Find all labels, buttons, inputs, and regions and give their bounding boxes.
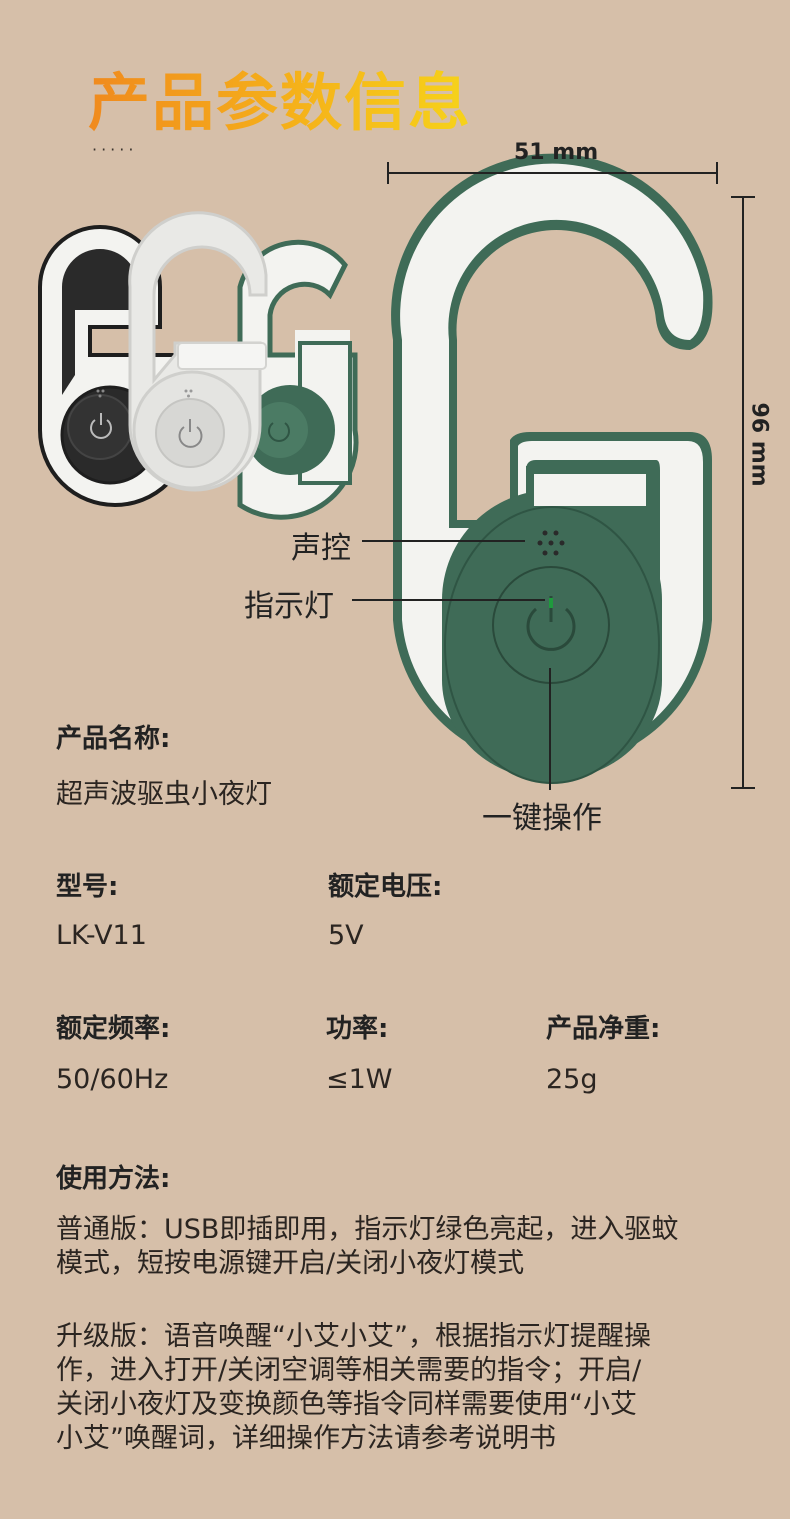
product-name-label: 产品名称: [56, 724, 171, 754]
usage-label: 使用方法: [56, 1164, 171, 1194]
product-diagram [352, 153, 755, 790]
upgrade-usage-line: 关闭小夜灯及变换颜色等指令同样需要使用“小艾 [56, 1389, 637, 1420]
standard-usage-line: 模式，短按电源键开启/关闭小夜灯模式 [56, 1248, 525, 1279]
weight-label: 产品净重: [546, 1014, 661, 1044]
width-dimension-label: 51 mm [514, 140, 599, 165]
indicator-callout: 指示灯 [244, 589, 334, 624]
frequency-label: 额定频率: [56, 1014, 171, 1044]
product-name-value: 超声波驱虫小夜灯 [56, 779, 272, 810]
voltage-label: 额定电压: [328, 872, 443, 902]
model-value: LK-V11 [56, 920, 147, 951]
upgrade-usage-line: 作，进入打开/关闭空调等相关需要的指令；开启/ [56, 1355, 642, 1386]
title-dots: ····· [92, 140, 138, 159]
height-dimension-label: 96 mm [746, 402, 772, 487]
power-label: 功率: [326, 1014, 389, 1044]
frequency-value: 50/60Hz [56, 1064, 169, 1095]
model-label: 型号: [56, 872, 119, 902]
power-button-diagram [492, 566, 610, 684]
standard-usage-paragraph: 普通版：USB即插即用，指示灯绿色亮起，进入驱蚊 模式，短按电源键开启/关闭小夜… [56, 1213, 756, 1281]
voice-control-callout: 声控 [291, 531, 351, 566]
green-variant [237, 239, 359, 520]
mic-icon [537, 530, 565, 556]
white-variant [128, 211, 268, 492]
weight-value: 25g [546, 1064, 598, 1095]
standard-usage-line: 普通版：USB即插即用，指示灯绿色亮起，进入驱蚊 [56, 1214, 679, 1245]
upgrade-usage-paragraph: 升级版：语音唤醒“小艾小艾”，根据指示灯提醒操 作，进入打开/关闭空调等相关需要… [56, 1320, 756, 1456]
power-value: ≤1W [326, 1064, 393, 1095]
voltage-value: 5V [328, 920, 364, 951]
product-variants-image [38, 211, 359, 520]
button-callout: 一键操作 [482, 801, 602, 836]
page-title: 产品参数信息 [88, 52, 472, 142]
upgrade-usage-line: 小艾”唤醒词，详细操作方法请参考说明书 [56, 1423, 556, 1454]
upgrade-usage-line: 升级版：语音唤醒“小艾小艾”，根据指示灯提醒操 [56, 1321, 651, 1352]
